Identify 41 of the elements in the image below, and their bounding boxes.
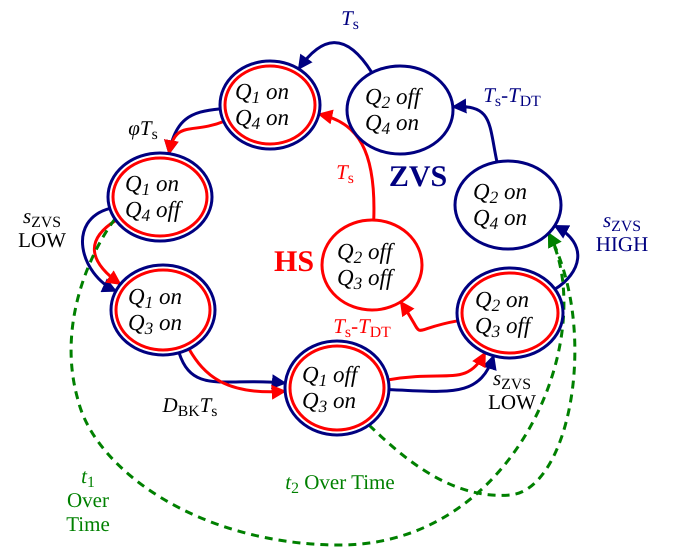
arrow xyxy=(368,232,576,497)
state-label: Q$_{1}$ on Q$_{3}$ on xyxy=(128,284,183,336)
arrow xyxy=(317,110,376,220)
arrow xyxy=(554,224,580,290)
state-ellipse xyxy=(218,59,322,151)
arrow xyxy=(399,300,458,332)
state-label: Q$_{1}$ on Q$_{4}$ off xyxy=(125,171,195,223)
state-ellipse xyxy=(455,266,565,360)
edge-label: φT$_{s}$ xyxy=(127,116,159,140)
edge-label: s$_{ZVS}$ LOW xyxy=(487,366,537,414)
edge-label: t$_{2}$ Over Time xyxy=(285,470,395,494)
state-label: Q$_{2}$ on Q$_{4}$ on xyxy=(473,179,528,231)
edge-label: s$_{ZVS}$ HIGH xyxy=(594,208,650,256)
state-ellipse xyxy=(106,151,214,243)
state-label: Q$_{2}$ off Q$_{3}$ off xyxy=(337,239,407,291)
edge-label: T$_{s}$ xyxy=(340,6,360,30)
arrow xyxy=(70,218,565,546)
arrow xyxy=(93,219,122,286)
region-label: ZVS xyxy=(388,161,448,193)
arrow xyxy=(388,354,496,393)
arrow xyxy=(297,41,374,74)
arrow xyxy=(164,120,224,156)
arrow xyxy=(81,207,118,292)
edge-label: s$_{ZVS}$ LOW xyxy=(17,204,67,252)
state-ellipse xyxy=(453,159,563,251)
arrow xyxy=(178,352,287,390)
state-ellipse xyxy=(345,64,455,156)
edge-label: T$_{s}$-T$_{DT}$ xyxy=(482,83,542,107)
edge-label: t$_{1}$ Over Time xyxy=(65,464,111,536)
edge-label: D$_{BK}$T$_{s}$ xyxy=(161,393,218,417)
state-label: Q$_{1}$ off Q$_{3}$ on xyxy=(302,362,372,414)
region-label: HS xyxy=(274,246,314,278)
edge-label: T$_{s}$-T$_{DT}$ xyxy=(332,314,392,338)
state-label: Q$_{2}$ off Q$_{4}$ on xyxy=(365,84,435,136)
state-ellipse xyxy=(320,218,424,312)
state-label: Q$_{2}$ on Q$_{3}$ off xyxy=(475,287,545,339)
state-label: Q$_{1}$ on Q$_{4}$ on xyxy=(235,79,290,131)
arrow xyxy=(388,351,486,382)
state-ellipse xyxy=(109,263,217,357)
edge-label: T$_{s}$ xyxy=(335,160,355,184)
state-ellipse xyxy=(283,339,391,437)
